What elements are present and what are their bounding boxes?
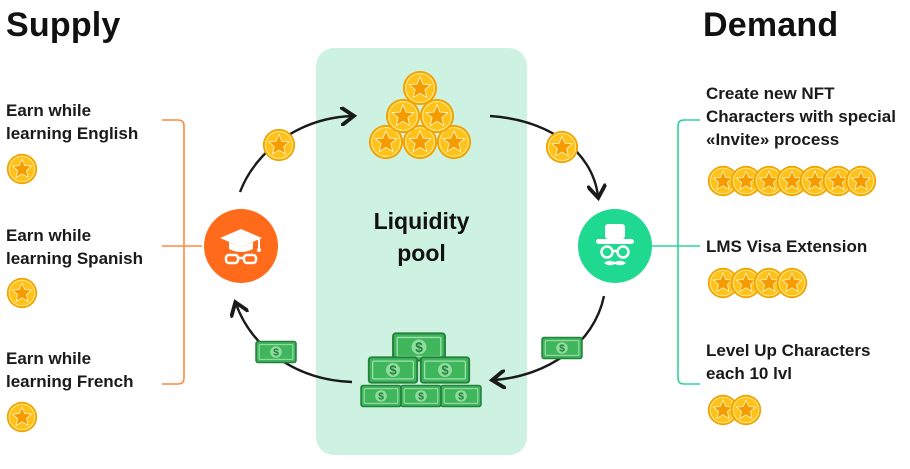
demand-item-levelup: Level Up Characters each 10 lvl: [706, 339, 870, 385]
demand-item-lms: LMS Visa Extension: [706, 235, 867, 258]
star-coin-icon: [545, 130, 579, 164]
liquidity-pool-title: Liquidity pool: [316, 205, 527, 269]
supply-item-spanish-line1: Earn while: [6, 226, 92, 245]
demand-node: [578, 209, 652, 283]
demand-item-levelup-line1: Level Up Characters: [706, 341, 871, 360]
supply-heading: Supply: [6, 6, 121, 44]
dollar-bill-icon: [418, 356, 472, 384]
star-coin-icon: [776, 267, 808, 299]
pool-title-line1: Liquidity: [373, 208, 470, 234]
arrow-supply-to-pool: [238, 116, 352, 193]
demand-item-lms-line1: LMS Visa Extension: [706, 237, 868, 256]
pool-title-line2: pool: [397, 240, 446, 266]
dollar-bill-icon: [255, 339, 297, 365]
dollar-bill-icon: [400, 382, 442, 410]
supply-bracket: [162, 119, 202, 385]
star-coin-icon: [262, 128, 296, 162]
dollar-bill-icon: [366, 356, 420, 384]
demand-lms-coins: [707, 267, 817, 301]
star-coin-icon: [6, 153, 38, 185]
supply-item-french: Earn while learning French: [6, 347, 134, 393]
supply-item-english-line1: Earn while: [6, 101, 92, 120]
demand-nft-coins: [707, 165, 907, 199]
dollar-bill-icon: [541, 335, 583, 361]
supply-node: [204, 209, 278, 283]
supply-item-french-line2: learning French: [6, 372, 134, 391]
incognito-hat-glasses-icon: [596, 224, 634, 266]
demand-item-levelup-line2: each 10 lvl: [706, 364, 793, 383]
supply-item-english-line2: learning English: [6, 124, 139, 143]
star-coin-icon: [6, 277, 38, 309]
supply-item-spanish-line2: learning Spanish: [6, 249, 143, 268]
supply-item-french-line1: Earn while: [6, 349, 92, 368]
star-coin-icon: [730, 394, 762, 426]
star-coin-icon: [6, 401, 38, 433]
dollar-bill-icon: [360, 382, 402, 410]
supply-item-english: Earn while learning English: [6, 99, 138, 145]
coin-pile: [368, 70, 472, 162]
star-coin-icon: [402, 70, 438, 106]
demand-bracket: [651, 119, 700, 385]
demand-item-nft-line2: Characters with special: [706, 107, 896, 126]
cash-stack: [360, 332, 482, 416]
demand-item-nft: Create new NFT Characters with special «…: [706, 82, 896, 151]
star-coin-icon: [845, 165, 877, 197]
dollar-bill-icon: [440, 382, 482, 410]
arrow-pool-to-demand: [489, 114, 598, 196]
demand-item-nft-line3: «Invite» process: [706, 130, 840, 149]
supply-item-spanish: Earn while learning Spanish: [6, 224, 143, 270]
demand-heading: Demand: [703, 6, 839, 44]
demand-item-nft-line1: Create new NFT: [706, 84, 835, 103]
demand-levelup-coins: [707, 394, 767, 428]
graduation-cap-glasses-icon: [220, 229, 262, 265]
